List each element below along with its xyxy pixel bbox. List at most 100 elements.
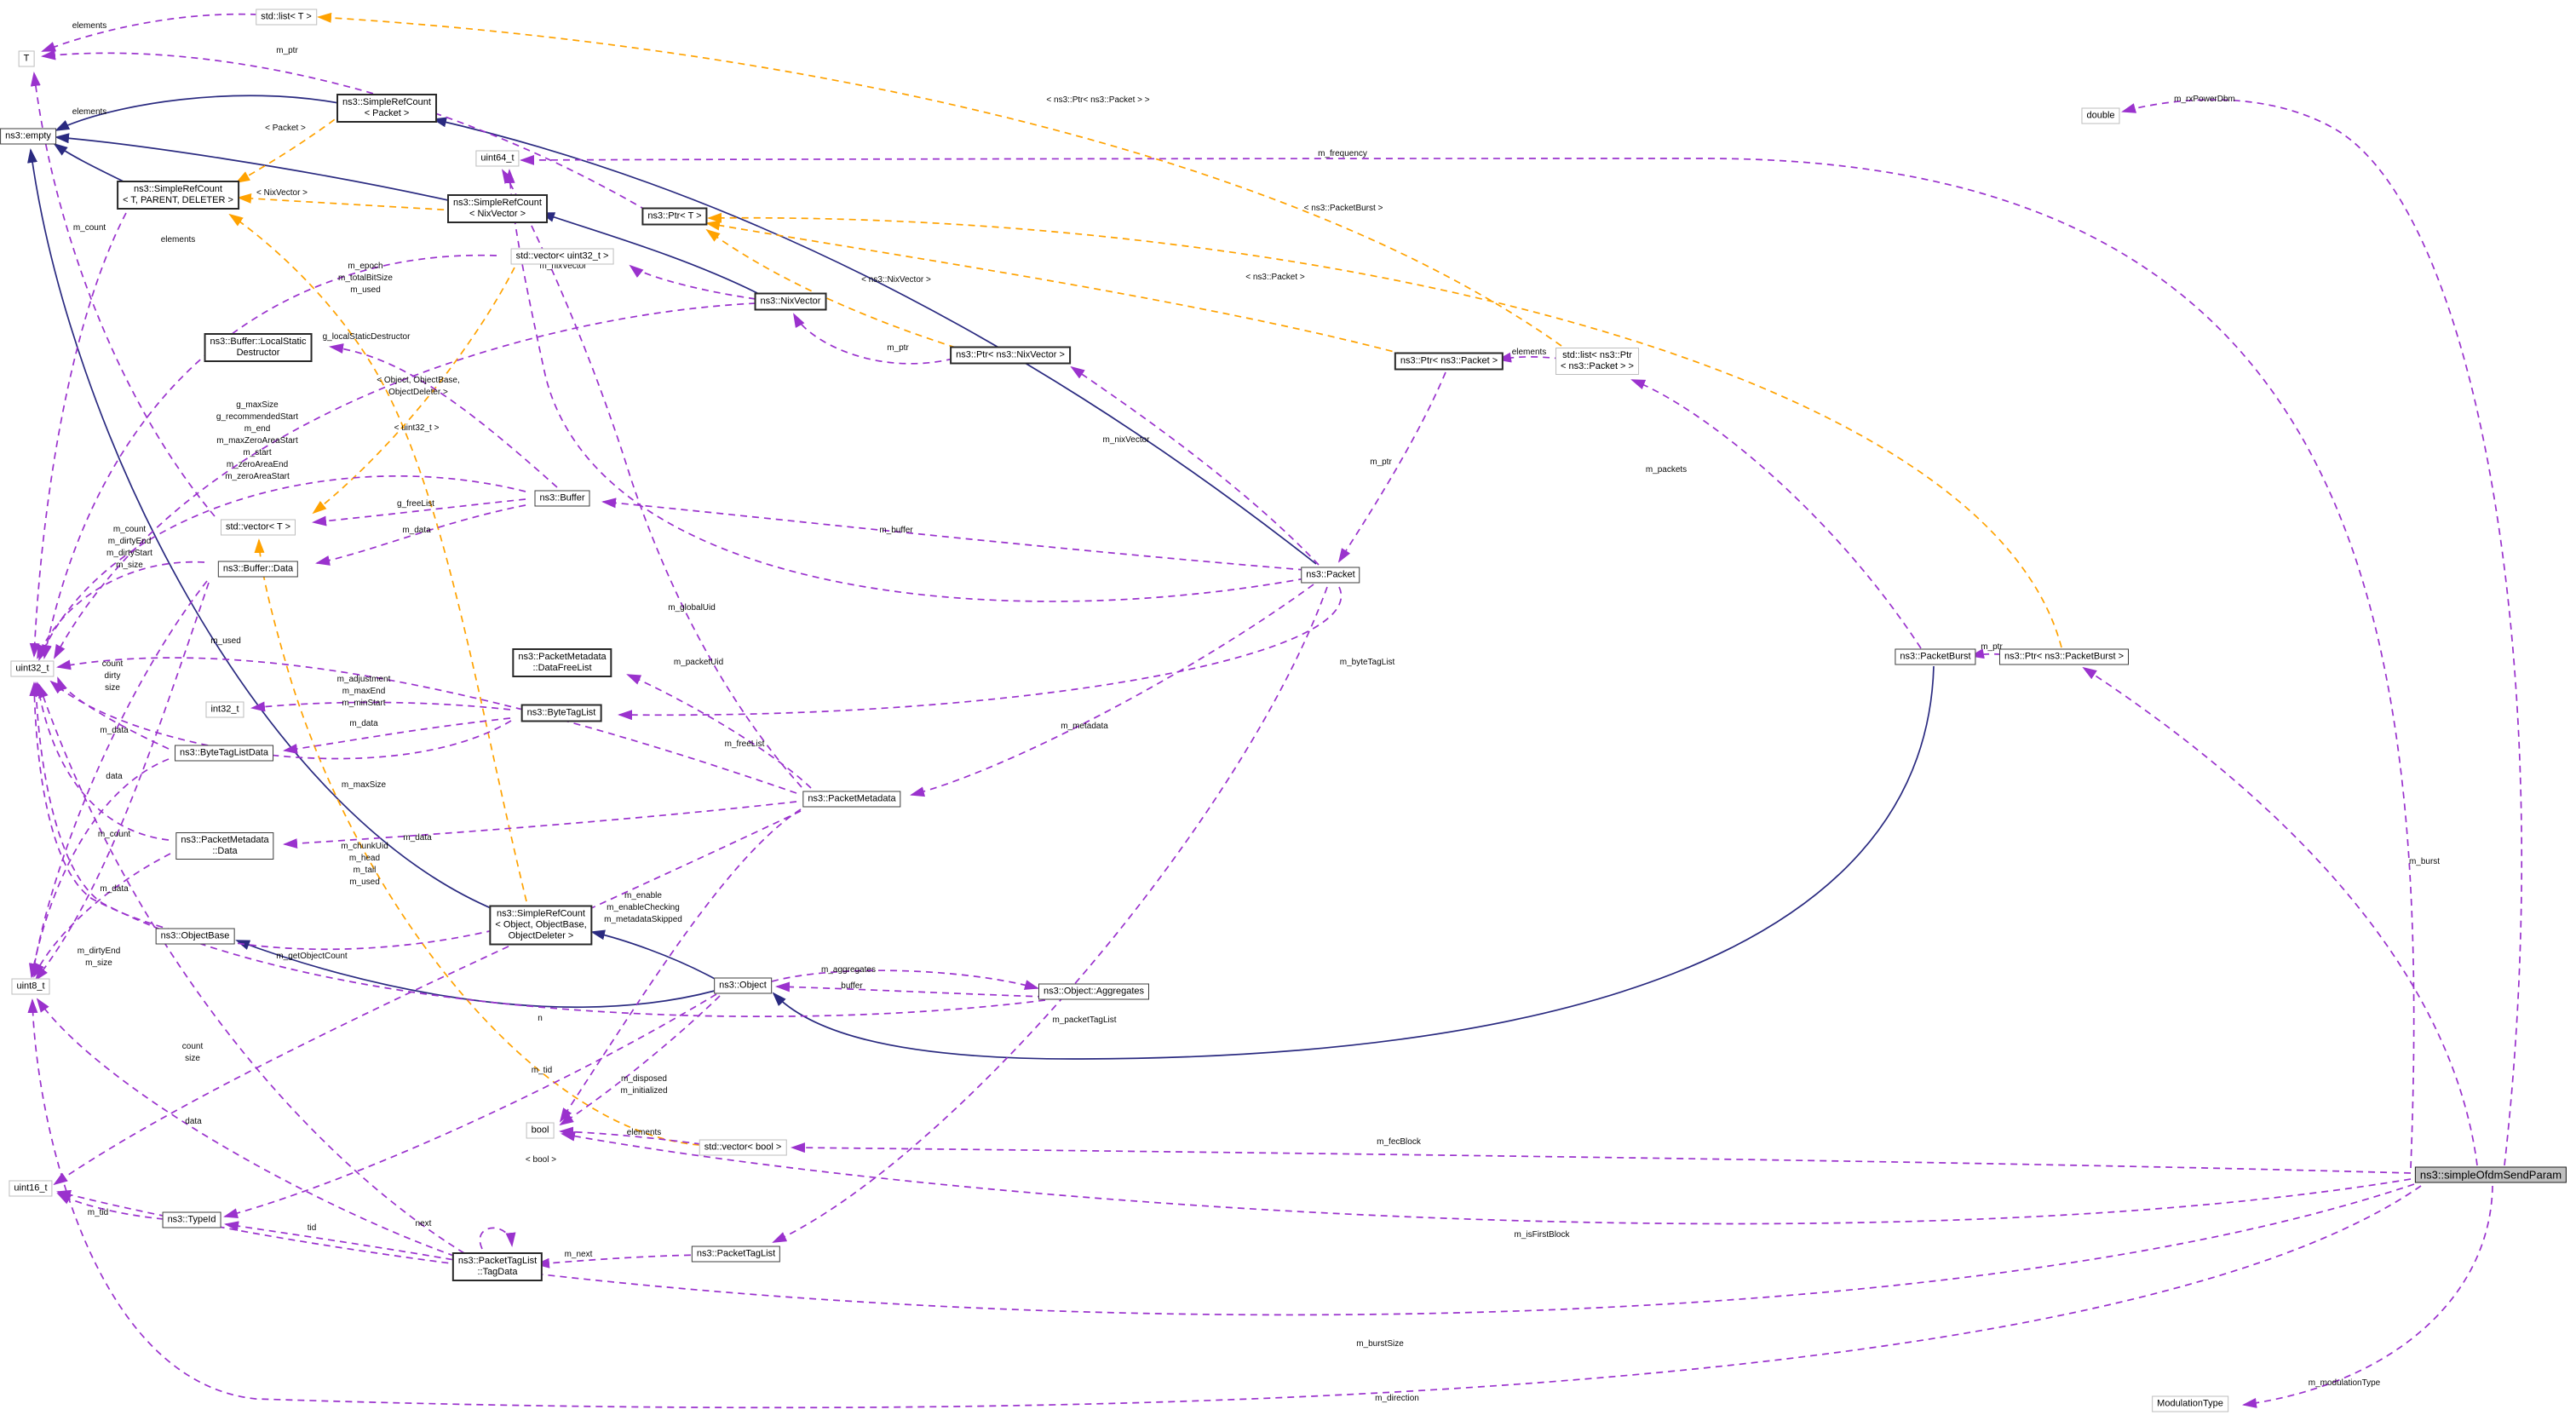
node-label-line: bool xyxy=(531,1125,549,1136)
edge-label-line: elements xyxy=(1511,348,1547,357)
edge-u-packet-ptl xyxy=(772,586,1328,1243)
node-nixvec[interactable]: ns3::NixVector xyxy=(754,292,827,311)
edge-label-l40: m_data xyxy=(100,883,128,895)
node-ptr-t[interactable]: ns3::Ptr< T > xyxy=(641,207,708,226)
node-empty[interactable]: ns3::empty xyxy=(0,128,56,145)
edge-label-line: m_dirtyStart xyxy=(106,549,152,558)
edge-label-l65: m_packets xyxy=(1646,464,1687,476)
node-label-line: ::TagData xyxy=(477,1267,518,1277)
edge-tpl-ptrpacket xyxy=(705,220,1405,355)
node-pm[interactable]: ns3::PacketMetadata xyxy=(802,791,901,808)
edge-obj-srco xyxy=(590,929,717,981)
edge-label-line: m_freeList xyxy=(724,739,765,749)
edge-nix-src xyxy=(540,212,758,294)
edge-label-line: m_burstSize xyxy=(1356,1339,1404,1349)
edge-label-l31: m_data xyxy=(100,725,128,737)
edge-label-line: m_used xyxy=(349,877,380,887)
edge-label-line: n xyxy=(538,1014,543,1023)
node-vec-t: std::vector< T > xyxy=(220,519,296,536)
node-pm-dfl[interactable]: ns3::PacketMetadata::DataFreeList xyxy=(512,648,612,677)
node-label-line: ObjectDeleter > xyxy=(508,930,574,941)
node-src-tpd[interactable]: ns3::SimpleRefCount< T, PARENT, DELETER … xyxy=(117,181,239,210)
node-object[interactable]: ns3::Object xyxy=(714,977,772,994)
edge-label-l67: elements xyxy=(1512,347,1547,359)
edge-tpl-packet xyxy=(235,112,345,183)
node-ptl[interactable]: ns3::PacketTagList xyxy=(691,1246,781,1263)
edge-u-tagdata-self xyxy=(479,1227,516,1250)
node-btl[interactable]: ns3::ByteTagList xyxy=(520,704,602,722)
node-vec-u32: std::vector< uint32_t > xyxy=(510,248,614,265)
edge-u-ptrpacket-packet xyxy=(1337,371,1446,563)
node-label-line: < Object, ObjectBase, xyxy=(495,919,587,930)
edge-label-line: m_dirtyEnd xyxy=(107,537,152,546)
edge-label-l62: m_direction xyxy=(1375,1393,1419,1405)
edge-u-btld-u8 xyxy=(29,758,170,978)
edge-label-line: m_tail xyxy=(353,866,377,875)
node-label-line: ns3::SimpleRefCount xyxy=(134,184,222,194)
edge-label-line: m_isFirstBlock xyxy=(1514,1230,1570,1240)
node-src-nix[interactable]: ns3::SimpleRefCount< NixVector > xyxy=(447,194,548,223)
node-label-line: ns3::Object xyxy=(719,980,767,991)
edge-label-l46: m_aggregates xyxy=(821,964,876,976)
edge-label-l15: g_localStaticDestructor xyxy=(323,331,411,343)
edge-label-l39: m_count xyxy=(98,829,130,841)
node-label-line: uint32_t xyxy=(15,663,49,674)
node-buffer[interactable]: ns3::Buffer xyxy=(534,490,590,507)
edge-u-pburst-list xyxy=(1630,379,1922,649)
edge-label-line: m_packets xyxy=(1645,465,1688,475)
node-label-line: ns3::Ptr< ns3::Packet > xyxy=(1400,355,1498,366)
edge-u-pm-pmdata xyxy=(283,801,797,849)
node-ptr-packet[interactable]: ns3::Ptr< ns3::Packet > xyxy=(1394,352,1504,371)
edge-label-line: m_count xyxy=(72,223,106,233)
edge-label-line: m_byteTagList xyxy=(1339,658,1395,667)
edge-label-line: m_maxZeroAreaStart xyxy=(216,436,298,446)
edge-u-buffer-u32 xyxy=(38,475,526,661)
node-pburst[interactable]: ns3::PacketBurst xyxy=(1895,648,1976,665)
edge-u-list-elements xyxy=(41,13,258,52)
edge-label-line: m_modulationType xyxy=(2308,1378,2381,1388)
edge-label-l21: m_nixVector xyxy=(1102,434,1149,446)
edge-label-l51: elements xyxy=(627,1127,662,1139)
node-label-line: ::Data xyxy=(212,846,238,856)
edge-label-l16: < Object, ObjectBase,ObjectDeleter > xyxy=(377,375,460,399)
node-label-line: ns3::NixVector xyxy=(760,296,821,307)
edge-label-l47: buffer xyxy=(841,981,862,992)
edge-u-ofdm-double xyxy=(2121,99,2523,1166)
edge-label-l52: < bool > xyxy=(526,1154,556,1166)
edge-label-line: g_localStaticDestructor xyxy=(322,332,411,342)
edge-label-l33: m_packetUid xyxy=(674,657,723,669)
node-src-packet[interactable]: ns3::SimpleRefCount< Packet > xyxy=(336,94,437,123)
edge-label-line: m_ptr xyxy=(1981,642,2003,652)
node-tagdata[interactable]: ns3::PacketTagList::TagData xyxy=(451,1252,543,1281)
node-packet[interactable]: ns3::Packet xyxy=(1301,567,1360,584)
edge-u-buffer-data xyxy=(315,504,526,566)
node-aggregates[interactable]: ns3::Object::Aggregates xyxy=(1038,983,1150,1000)
edge-tpl-ptrnix xyxy=(705,228,957,348)
node-uint8: uint8_t xyxy=(11,978,50,995)
edge-label-line: m_size xyxy=(85,958,112,968)
node-label-line: uint64_t xyxy=(480,152,515,164)
node-ptr-pburst[interactable]: ns3::Ptr< ns3::PacketBurst > xyxy=(1998,648,2130,665)
edge-label-line: elements xyxy=(72,21,107,31)
edge-label-line: < Object, ObjectBase, xyxy=(377,376,460,385)
node-pm-data[interactable]: ns3::PacketMetadata::Data xyxy=(175,832,274,860)
node-uint64: uint64_t xyxy=(475,150,520,167)
node-objbase[interactable]: ns3::ObjectBase xyxy=(155,928,235,945)
node-src-obj[interactable]: ns3::SimpleRefCount< Object, ObjectBase,… xyxy=(489,905,593,946)
node-typeid[interactable]: ns3::TypeId xyxy=(162,1211,221,1228)
edge-label-l6: m_frequency xyxy=(1318,148,1367,160)
node-label-line: < Packet > xyxy=(364,108,410,118)
edge-label-line: data xyxy=(185,1117,202,1126)
edge-label-line: m_head xyxy=(348,854,381,863)
edge-label-line: elements xyxy=(72,107,107,117)
node-btld[interactable]: ns3::ByteTagListData xyxy=(175,745,273,762)
edge-label-line: m_rxPowerDbm xyxy=(2174,95,2235,104)
edge-label-l11: elements xyxy=(161,234,196,246)
edge-label-line: < ns3::Ptr< ns3::Packet > > xyxy=(1046,95,1150,105)
node-ptr-nix[interactable]: ns3::Ptr< ns3::NixVector > xyxy=(950,346,1071,365)
node-buf-data[interactable]: ns3::Buffer::Data xyxy=(217,561,299,578)
